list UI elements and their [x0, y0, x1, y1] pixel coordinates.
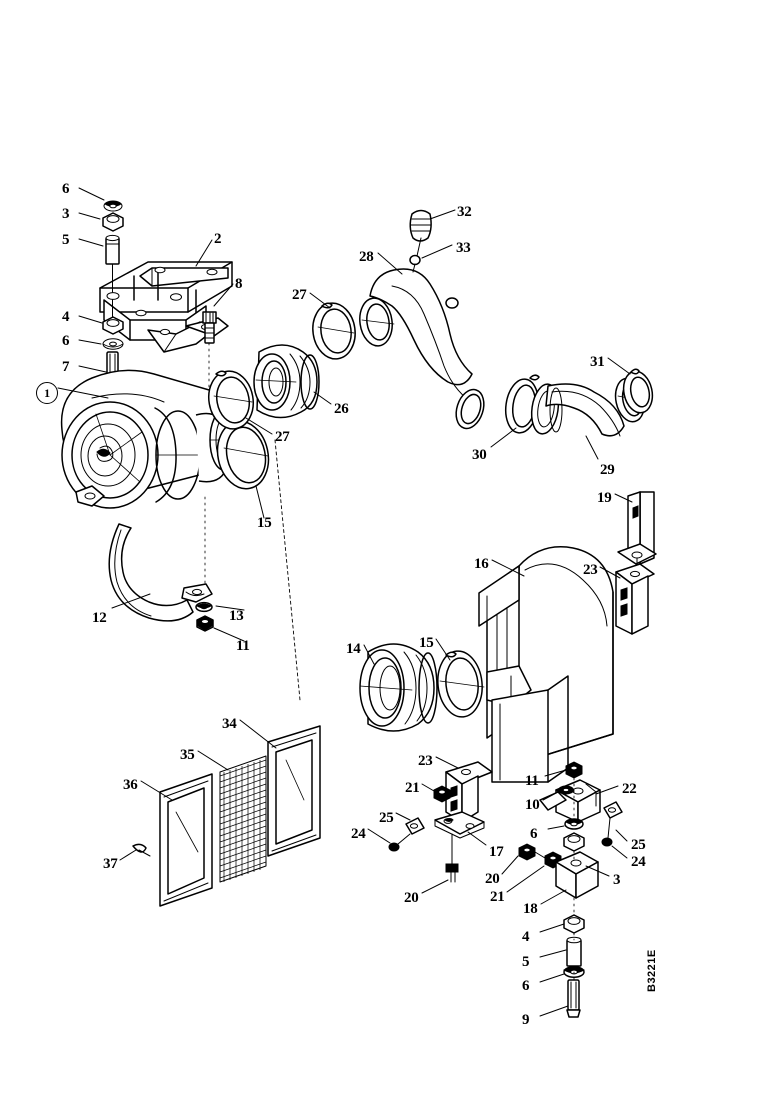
- callout-30-hose-clamp[interactable]: 30: [472, 447, 487, 463]
- filter-element-35: [219, 755, 267, 883]
- callout-24-screw[interactable]: 24: [631, 854, 646, 870]
- drawing-number: B3221E: [646, 949, 658, 992]
- stud-bolt-8: [202, 311, 217, 344]
- callout-33-fitting-grommet[interactable]: 33: [456, 240, 471, 256]
- clamp-ring-27a: [312, 302, 356, 360]
- intake-hose-14: [359, 643, 438, 732]
- air-cleaner-housing-16: [478, 546, 614, 783]
- callout-21-nut[interactable]: 21: [490, 889, 505, 905]
- callout-26-turbo-inlet-elbow[interactable]: 26: [334, 401, 349, 417]
- callout-11-nut[interactable]: 11: [525, 773, 539, 789]
- callout-6-washer[interactable]: 6: [62, 181, 70, 197]
- callout-18-support-bracket[interactable]: 18: [523, 901, 538, 917]
- callout-23-side-bracket[interactable]: 23: [418, 753, 433, 769]
- callout-23-side-bracket[interactable]: 23: [583, 562, 598, 578]
- gasket-frame-34: [267, 725, 321, 857]
- callout-5-spacer-sleeve[interactable]: 5: [522, 954, 530, 970]
- upper-strap-bracket-19: [617, 491, 657, 573]
- mounting-bracket-group: [99, 200, 233, 471]
- callout-21-nut[interactable]: 21: [405, 780, 420, 796]
- lower-mount-bracket-22: [539, 779, 601, 823]
- callout-3-nut[interactable]: 3: [62, 206, 70, 222]
- callout-5-spacer-sleeve[interactable]: 5: [62, 232, 70, 248]
- callout-15-hose-clamp[interactable]: 15: [419, 635, 434, 651]
- callout-15-hose-clamp[interactable]: 15: [257, 515, 272, 531]
- callout-27-hose-clamp[interactable]: 27: [275, 429, 290, 445]
- callout-16-air-cleaner-housing[interactable]: 16: [474, 556, 489, 572]
- callout-2-mounting-bracket[interactable]: 2: [214, 231, 222, 247]
- callout-32-restriction-indicator[interactable]: 32: [457, 204, 472, 220]
- callout-17-mount-plate[interactable]: 17: [489, 844, 504, 860]
- callout-20-screw[interactable]: 20: [485, 871, 500, 887]
- callout-6-washer[interactable]: 6: [522, 978, 530, 994]
- side-bracket-23b: [445, 761, 493, 823]
- callout-9-bolt[interactable]: 9: [522, 1012, 530, 1028]
- callout-19-upper-strap-bracket[interactable]: 19: [597, 490, 612, 506]
- callout-27-hose-clamp[interactable]: 27: [292, 287, 307, 303]
- callout-35-filter-element-screen[interactable]: 35: [180, 747, 195, 763]
- upper-fastener-stack: [102, 200, 124, 293]
- callout-8-stud-bolt[interactable]: 8: [235, 276, 243, 292]
- callout-6-washer[interactable]: 6: [530, 826, 538, 842]
- callout-6-washer[interactable]: 6: [62, 333, 70, 349]
- clamp-ring-31: [622, 368, 654, 414]
- callout-25-washer[interactable]: 25: [379, 810, 394, 826]
- callout-3-nut[interactable]: 3: [613, 872, 621, 888]
- callout-24-screw[interactable]: 24: [351, 826, 366, 842]
- callout-28-air-transfer-tube[interactable]: 28: [359, 249, 374, 265]
- callout-31-hose-clamp[interactable]: 31: [590, 354, 605, 370]
- callout-20-screw[interactable]: 20: [404, 890, 419, 906]
- mount-plate-17: [388, 811, 485, 883]
- callout-22-lower-mount-bracket[interactable]: 22: [622, 781, 637, 797]
- callout-36-gasket-frame-inner[interactable]: 36: [123, 777, 138, 793]
- callout-1-air-cleaner-turbocharger-assembly[interactable]: 1: [36, 382, 58, 404]
- callout-29-outlet-elbow-hose[interactable]: 29: [600, 462, 615, 478]
- air-transfer-tube-28: [359, 209, 485, 430]
- callout-12-clamp-band[interactable]: 12: [92, 610, 107, 626]
- callout-7-bolt[interactable]: 7: [62, 359, 70, 375]
- callout-10-washer[interactable]: 10: [525, 797, 540, 813]
- side-bracket-23a: [615, 563, 655, 635]
- retaining-clip-37: [132, 843, 151, 857]
- bottom-fastener-stack: [555, 761, 599, 1018]
- turbo-inlet-elbow-26: [253, 344, 320, 419]
- restriction-indicator-32: [409, 209, 432, 257]
- gasket-frame-36: [159, 773, 213, 907]
- callout-4-washer[interactable]: 4: [62, 309, 70, 325]
- clamp-ring-15b: [437, 650, 485, 718]
- callout-13-washer[interactable]: 13: [229, 608, 244, 624]
- callout-4-washer[interactable]: 4: [522, 929, 530, 945]
- callout-14-intake-hose[interactable]: 14: [346, 641, 361, 657]
- clamp-ring-27b: [208, 370, 254, 430]
- leader-lines: [57, 187, 633, 1017]
- screw-24b-25b: [601, 801, 623, 847]
- clamp-band-12: [108, 496, 214, 632]
- callout-11-nut[interactable]: 11: [236, 638, 250, 654]
- callout-25-washer[interactable]: 25: [631, 837, 646, 853]
- callout-34-gasket-frame-outer[interactable]: 34: [222, 716, 237, 732]
- callout-37-retaining-clip[interactable]: 37: [103, 856, 118, 872]
- nut-21a: [433, 785, 451, 803]
